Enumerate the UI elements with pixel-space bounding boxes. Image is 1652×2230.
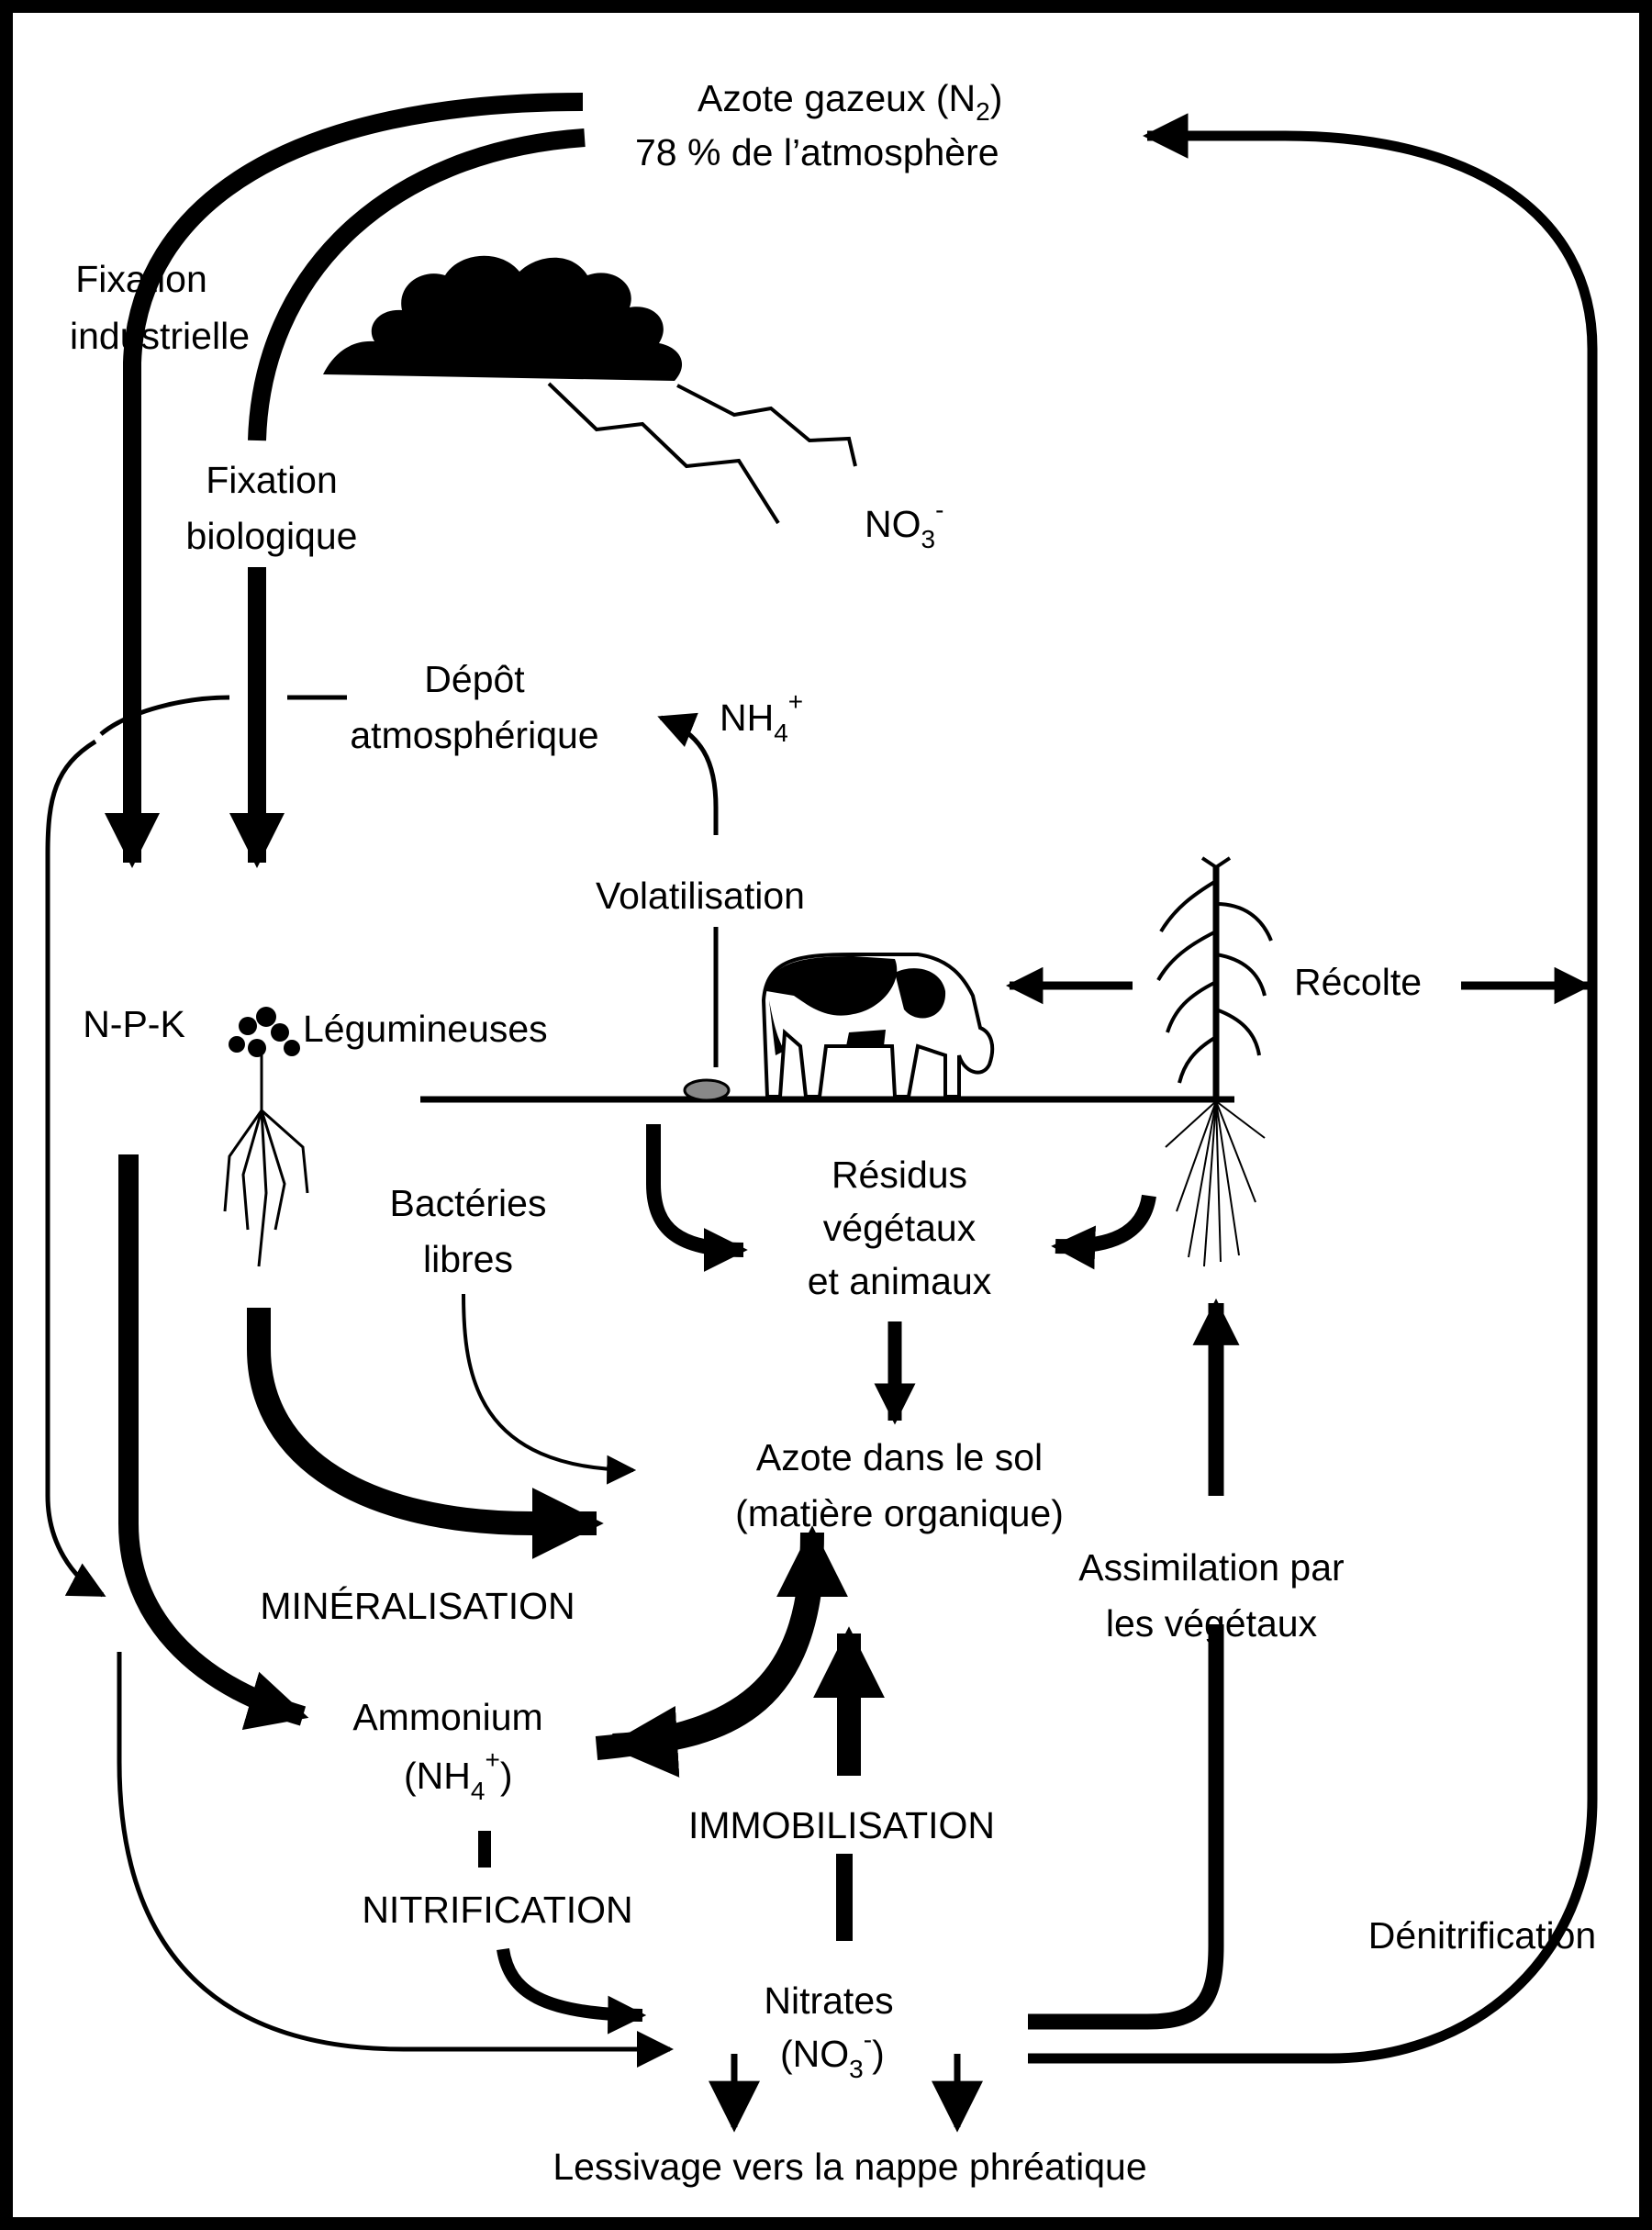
industrial-fixation-label-line2: industrielle <box>70 315 250 357</box>
residues-arrow-left <box>646 1124 748 1272</box>
atmospheric-deposition-label-line1: Dépôt <box>424 658 525 700</box>
ammonium-label-line1: Ammonium <box>352 1696 542 1738</box>
free-bacteria-arrow <box>462 1293 637 1485</box>
soil-nitrogen-label-line1: Azote dans le sol <box>756 1436 1043 1478</box>
npk-to-nitrates-arrow <box>117 1652 674 2068</box>
residues-label-line1: Résidus <box>832 1154 967 1196</box>
industrial-fixation-arrow <box>105 93 584 868</box>
atmospheric-deposition-arrow <box>45 739 106 1598</box>
residues-label-line3: et animaux <box>808 1260 992 1302</box>
atmospheric-nitrogen-label: Azote gazeux (N2) <box>698 77 1002 126</box>
harvest-label: Récolte <box>1294 961 1422 1003</box>
mineralisation-label: MINÉRALISATION <box>260 1585 575 1627</box>
free-bacteria-label-line2: libres <box>423 1238 513 1280</box>
legumes-to-soil-arrow <box>247 1308 604 1559</box>
denitrification-arrow <box>1028 113 1598 2064</box>
soil-to-ammonium-arrow <box>606 1564 824 1778</box>
industrial-fixation-label-line1: Fixation <box>75 258 207 300</box>
biological-fixation-label-line2: biologique <box>186 515 358 557</box>
manure-pile <box>683 1078 731 1102</box>
nitrification-label: NITRIFICATION <box>362 1889 632 1931</box>
volatilisation-arrow-upper <box>657 712 719 835</box>
soil-nitrogen-label-line2: (matière organique) <box>735 1492 1064 1534</box>
assimilation-arrow <box>1028 1624 1224 2030</box>
plant-assimilation-label-line2: les végétaux <box>1106 1602 1318 1645</box>
denitrification-label: Dénitrification <box>1368 1914 1596 1957</box>
plant-assimilation-label-line1: Assimilation par <box>1078 1546 1344 1589</box>
lightning-icon <box>547 382 857 525</box>
atmospheric-deposition-segment-1 <box>99 695 230 736</box>
residues-label-line2: végétaux <box>823 1207 977 1249</box>
biological-fixation-arrow-upper <box>248 128 586 441</box>
nitrates-label-line1: Nitrates <box>764 1979 893 2022</box>
nitrification-arrow <box>497 1947 647 2035</box>
volatilisation-label: Volatilisation <box>596 875 805 917</box>
legume-plant-icon <box>223 1007 309 1267</box>
ammonia-label: NH4+ <box>720 687 803 747</box>
ammonium-label-line2: (NH4+) <box>404 1745 512 1805</box>
npk-label: N-P-K <box>83 1003 185 1045</box>
residues-arrow-right <box>1051 1194 1156 1270</box>
nitrates-label-line2: (NO3-) <box>780 2025 885 2083</box>
cow-illustration <box>761 953 995 1098</box>
immobilisation-label: IMMOBILISATION <box>688 1804 995 1846</box>
cloud-nitrate-label: NO3- <box>865 496 943 553</box>
atmospheric-deposition-label-line2: atmosphérique <box>350 714 598 756</box>
legumes-label: Légumineuses <box>303 1008 548 1050</box>
atmosphere-percentage-label: 78 % de l’atmosphère <box>635 131 999 173</box>
ammonium-to-soil-arrow <box>595 1525 848 1760</box>
corn-plant-icon <box>1156 856 1273 1267</box>
free-bacteria-label-line1: Bactéries <box>390 1182 547 1224</box>
cloud-icon <box>323 255 683 381</box>
npk-to-ammonium-arrow <box>118 1154 309 1731</box>
leaching-label: Lessivage vers la nappe phréatique <box>553 2146 1146 2188</box>
biological-fixation-label-line1: Fixation <box>206 459 338 501</box>
